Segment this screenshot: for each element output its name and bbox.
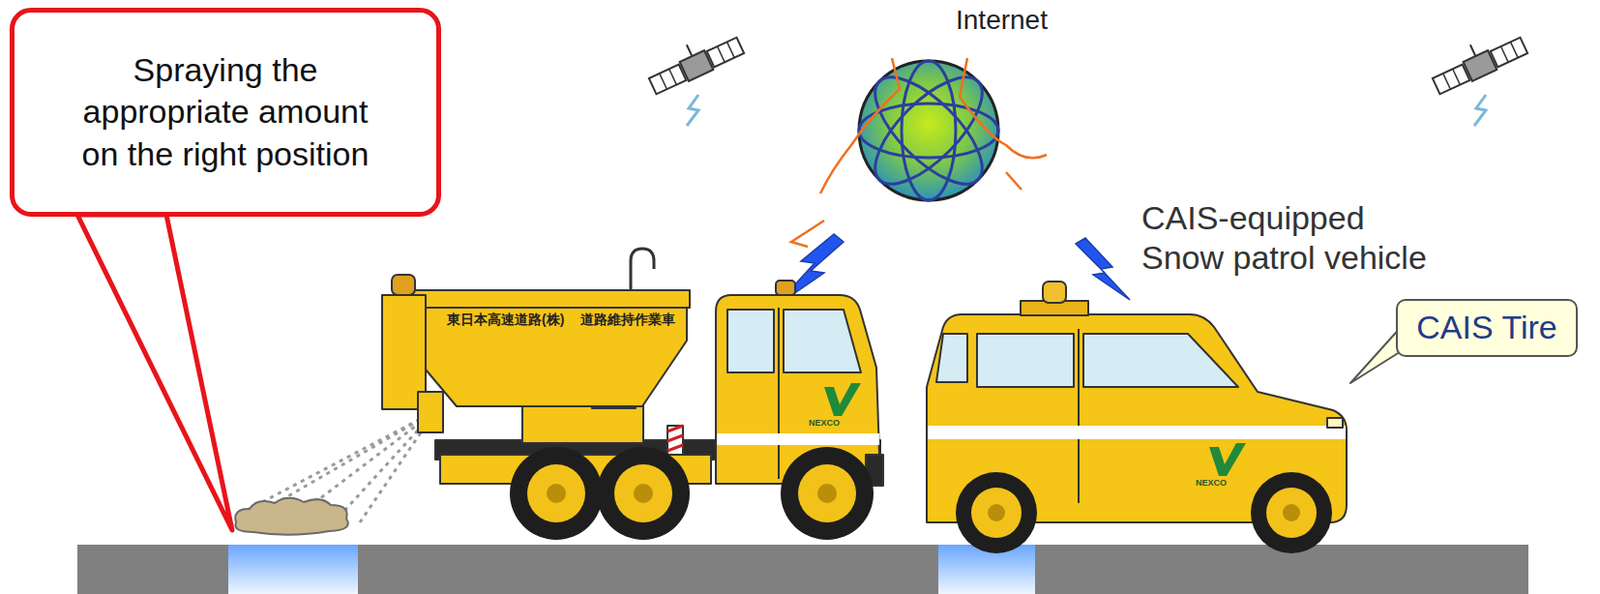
logo-text: NEXCO: [1195, 477, 1227, 489]
logo-mark: [824, 383, 861, 416]
satellite: [1426, 24, 1529, 96]
satellite: [643, 24, 745, 96]
callout-box: CAIS Tire: [1395, 298, 1578, 357]
logo-mark: [1209, 443, 1246, 476]
callout-text: Spraying the appropriate amount on the r…: [63, 49, 388, 177]
road: [77, 544, 1529, 594]
internet-globe: [791, 58, 1047, 247]
vehicle-marking: 道路維持作業車: [580, 311, 676, 328]
callout-text: CAIS Tire: [1416, 306, 1557, 350]
callout-tail: [77, 214, 233, 531]
callout-box: Spraying the appropriate amount on the r…: [9, 7, 442, 217]
signal-bolt: [1075, 237, 1130, 300]
callout-tail: [1350, 325, 1403, 384]
salt-pile: [235, 498, 349, 535]
wheels: [509, 446, 874, 540]
network-label: Internet: [955, 3, 1048, 37]
vehicle-marking: 東日本高速道路(株): [446, 311, 564, 328]
signal-bolt: [1474, 94, 1486, 126]
vehicle-label: CAIS-equipped Snow patrol vehicle: [1141, 198, 1444, 278]
ice-patch: [228, 544, 358, 594]
signal-bolt: [686, 94, 699, 126]
logo-text: NEXCO: [808, 417, 840, 429]
wheels: [955, 472, 1333, 554]
